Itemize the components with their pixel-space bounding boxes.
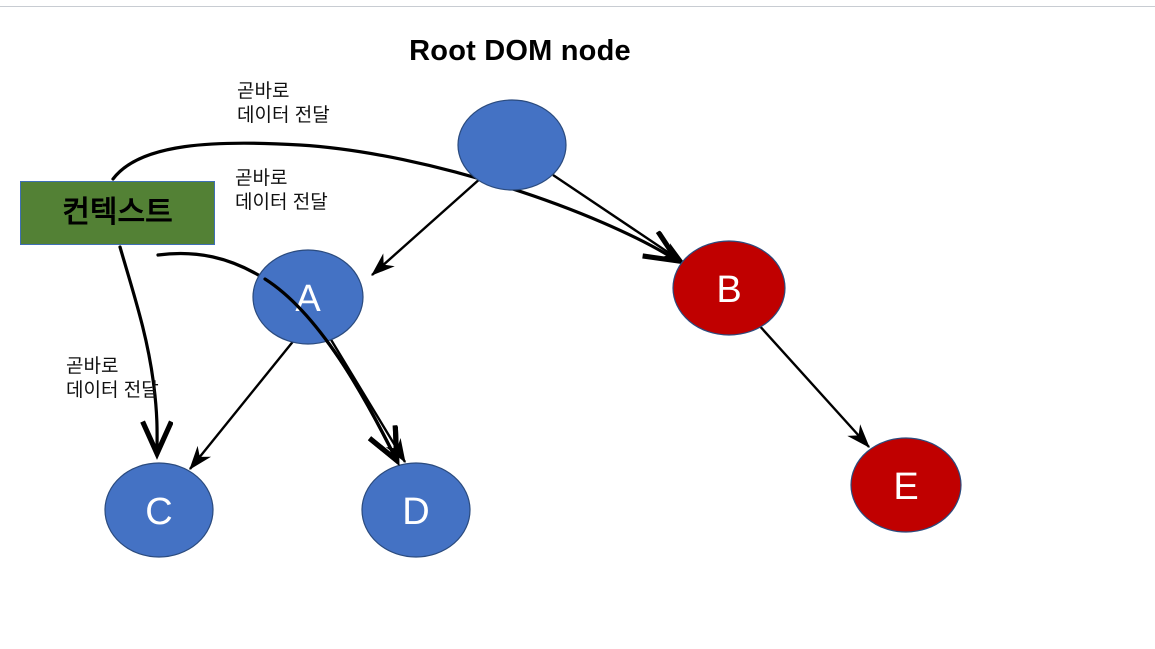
annotation-line-2: 데이터 전달	[235, 192, 328, 214]
annotation-note-to-d: 곧바로 데이터 전달	[235, 167, 328, 216]
node-b-label: B	[716, 269, 741, 311]
edge-context-to-d-overlay	[263, 277, 396, 459]
node-b[interactable]: B	[672, 240, 786, 336]
edge-a-to-d	[328, 337, 407, 464]
diagram-svg: A B C D E	[104, 99, 962, 558]
node-e-label: E	[893, 466, 918, 508]
node-c-label: C	[145, 491, 172, 533]
edge-context-to-c	[118, 245, 157, 452]
context-box[interactable]: 컨텍스트	[20, 181, 215, 245]
window-top-chrome	[0, 0, 1155, 7]
context-box-label: 컨텍스트	[62, 196, 173, 229]
node-c[interactable]: C	[104, 462, 214, 558]
diagram-area: Root DOM node	[0, 7, 1155, 649]
edge-root-to-a	[371, 176, 483, 276]
node-a[interactable]: A	[252, 249, 364, 345]
annotation-line-1: 곧바로	[235, 168, 288, 189]
annotation-line-2: 데이터 전달	[237, 105, 330, 127]
edge-b-to-e	[756, 322, 870, 448]
node-d-label: D	[402, 491, 429, 533]
annotation-line-1: 곧바로	[237, 81, 290, 102]
node-d[interactable]: D	[361, 462, 471, 558]
edge-context-to-b	[111, 141, 676, 260]
annotation-line-2: 데이터 전달	[66, 380, 159, 402]
node-e[interactable]: E	[850, 437, 962, 533]
node-a-label: A	[295, 278, 321, 320]
annotation-note-to-b: 곧바로 데이터 전달	[237, 80, 330, 129]
edge-root-to-b	[552, 174, 685, 264]
annotation-note-to-c: 곧바로 데이터 전달	[66, 355, 159, 404]
page-title: Root DOM node	[409, 35, 631, 67]
edge-a-to-c	[189, 338, 296, 470]
node-root[interactable]	[457, 99, 567, 191]
tree-edges	[189, 174, 870, 470]
annotation-line-1: 곧바로	[66, 356, 119, 377]
